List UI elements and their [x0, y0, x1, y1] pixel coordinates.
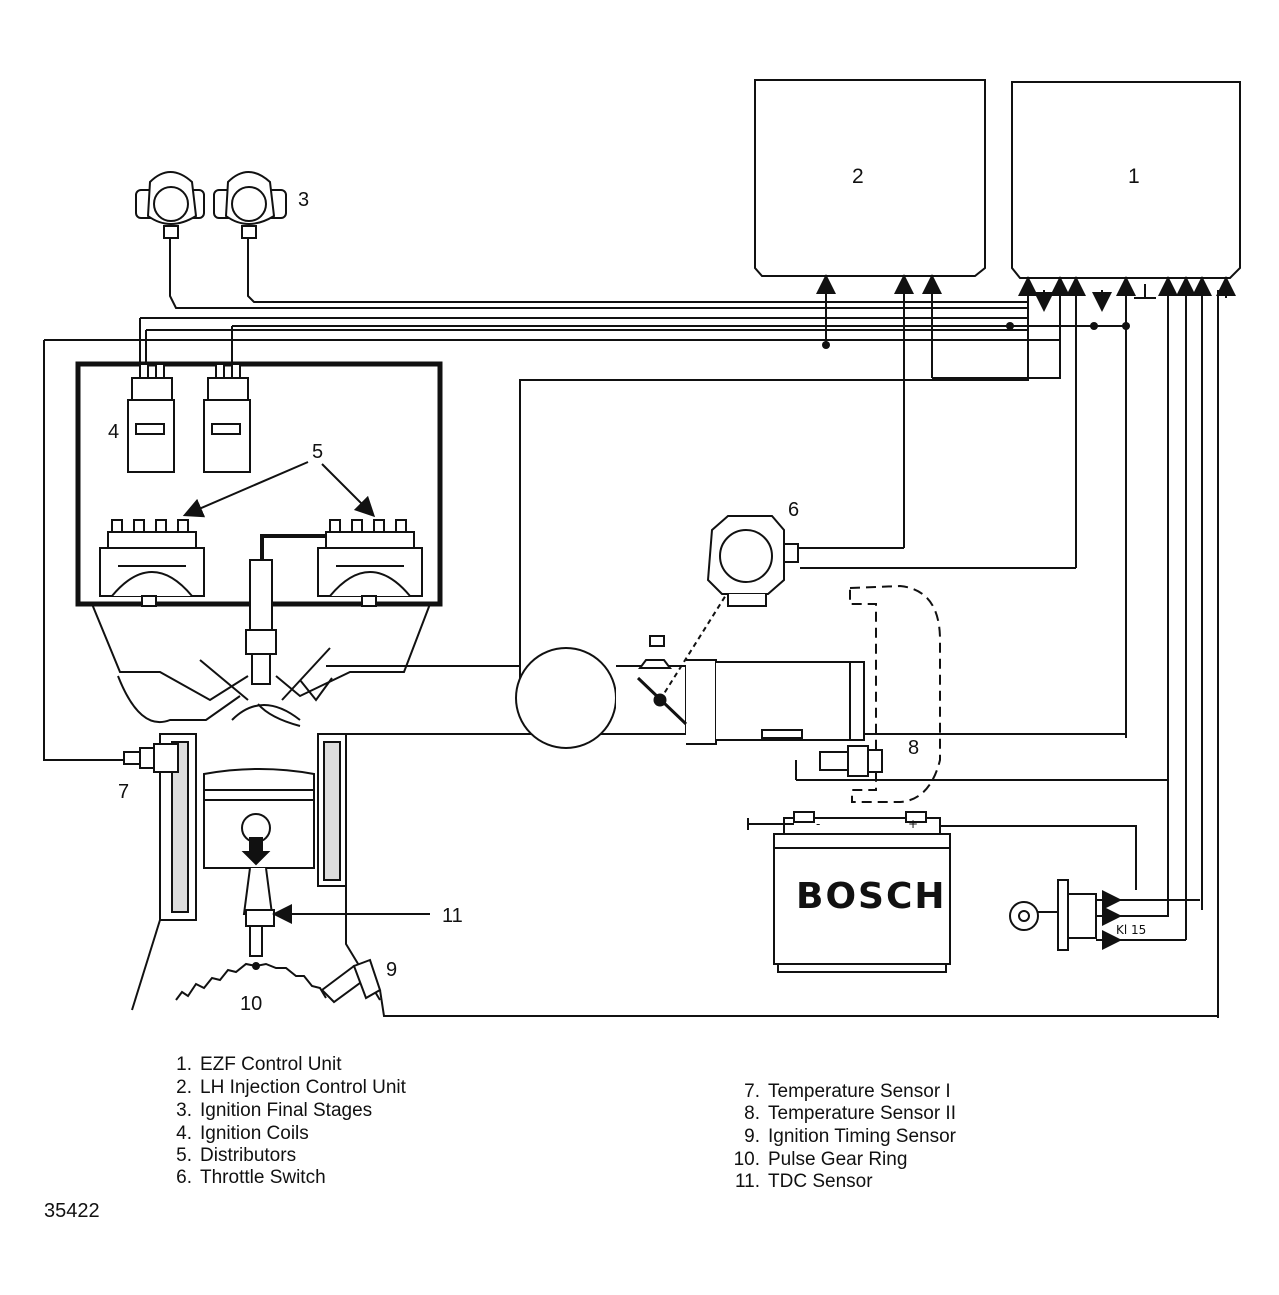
callout-10: 10: [240, 993, 262, 1015]
ezf-control-unit: 1: [1011, 81, 1241, 279]
distributor-left: [99, 519, 205, 607]
legend-item: 1.EZF Control Unit: [176, 1054, 342, 1075]
temperature-sensor-2: [819, 745, 883, 777]
cylinder-block: [131, 733, 381, 1011]
legend-item: 3.Ignition Final Stages: [176, 1100, 373, 1121]
intake-plenum: [515, 647, 865, 749]
legend-item: 8.Temperature Sensor II: [744, 1103, 956, 1124]
figure-number: 35422: [44, 1200, 100, 1222]
ignition-switch: [1009, 879, 1122, 951]
battery: [747, 811, 951, 973]
callout-11: 11: [442, 905, 463, 927]
legend-item: 9.Ignition Timing Sensor: [744, 1126, 956, 1147]
battery-brand: BOSCH: [796, 876, 947, 917]
legend-item: 4.Ignition Coils: [176, 1123, 309, 1144]
callout-2: 2: [852, 165, 864, 188]
callout-9: 9: [386, 959, 397, 981]
legend-item: 11.TDC Sensor: [734, 1171, 873, 1192]
callout-1: 1: [1128, 165, 1140, 188]
legend-item: 2.LH Injection Control Unit: [176, 1077, 406, 1098]
junction-dots: [822, 322, 1130, 349]
legend-item: 10.Pulse Gear Ring: [733, 1149, 908, 1170]
legend-item: 5.Distributors: [176, 1145, 297, 1166]
battery-terminal-negative: -: [816, 817, 820, 831]
ignition-switch-terminal-label: Kl 15: [1116, 923, 1146, 937]
callout-3: 3: [298, 189, 309, 211]
airflow-meter-housing: [849, 584, 941, 803]
spark-plug: [245, 559, 277, 685]
callout-6: 6: [788, 499, 799, 521]
cylinder-head: [91, 603, 520, 735]
callout-8: 8: [908, 737, 919, 759]
ignition-final-stage-left: [135, 171, 205, 239]
piston: [203, 768, 315, 915]
pulse-gear-ring: [175, 962, 327, 1001]
distributor-right: [317, 519, 423, 607]
callout-7: 7: [118, 781, 129, 803]
battery-terminal-positive: +: [908, 817, 918, 831]
throttle-switch: [706, 515, 799, 607]
tdc-sensor: [245, 904, 430, 957]
temperature-sensor-1: [123, 743, 179, 773]
distributor-pointer-arrows: [182, 461, 376, 518]
legend-item: 6.Throttle Switch: [176, 1167, 326, 1188]
control-unit-connector-arrows: [816, 274, 1236, 1018]
callout-5: 5: [312, 441, 323, 463]
lh-injection-control-unit: 2: [754, 79, 986, 277]
callout-4: 4: [108, 421, 119, 443]
ignition-coil-left: [127, 363, 175, 473]
ignition-coil-right: [203, 363, 251, 473]
ignition-timing-sensor: [320, 958, 382, 1004]
wiring-harness: [43, 232, 1219, 1018]
legend-item: 7.Temperature Sensor I: [744, 1081, 951, 1102]
ignition-final-stage-right: [213, 171, 287, 239]
